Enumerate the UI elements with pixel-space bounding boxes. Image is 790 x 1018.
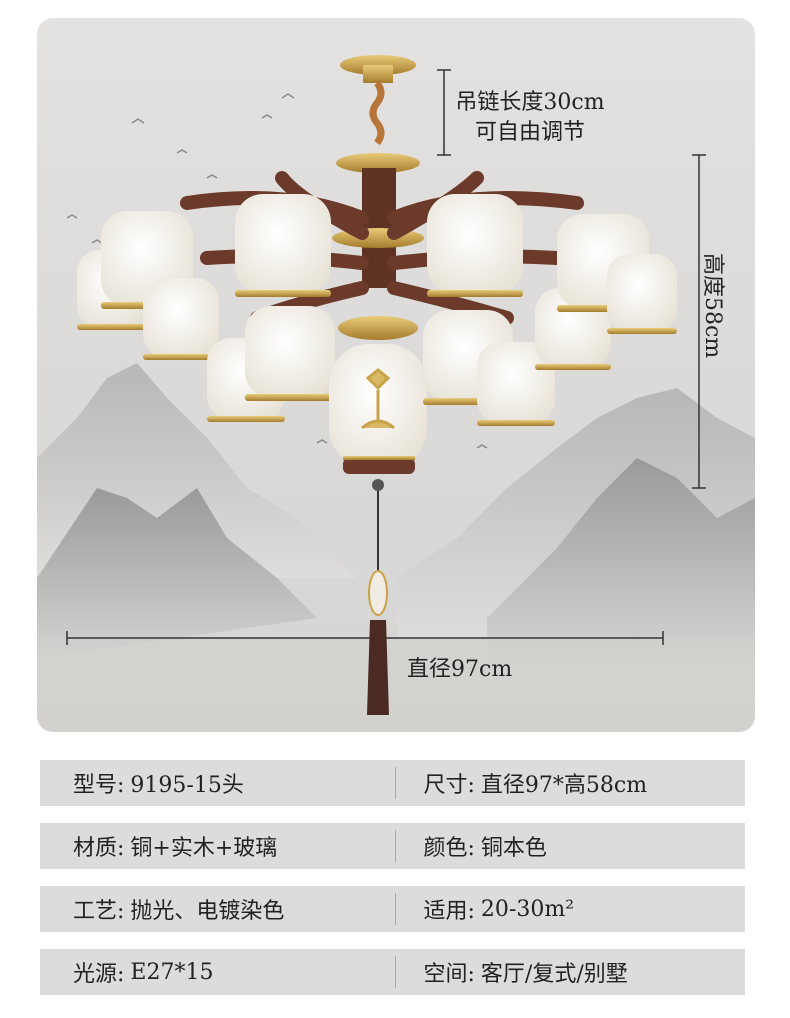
pendant-tassel	[367, 479, 389, 715]
spec-key: 尺寸:	[423, 773, 475, 798]
spec-value: E27*15	[130, 959, 214, 985]
chain-length-label: 吊链长度30cm 可自由调节	[455, 88, 605, 148]
divider	[394, 956, 396, 988]
spec-cell-material: 材质: 铜+实木+玻璃	[40, 823, 395, 869]
spec-key: 空间:	[423, 962, 475, 987]
spec-cell-color: 颜色: 铜本色	[396, 823, 746, 869]
spec-key: 适用:	[423, 899, 475, 924]
spec-cell-space: 空间: 客厅/复式/别墅	[396, 949, 746, 995]
birds	[66, 93, 488, 449]
spec-cell-light-source: 光源: E27*15	[40, 949, 395, 995]
spec-value: 20-30m²	[480, 896, 575, 922]
divider	[394, 767, 396, 799]
spec-key: 材质:	[73, 836, 125, 861]
diameter-label: 直径97cm	[407, 657, 513, 682]
spec-row: 光源: E27*15 空间: 客厅/复式/别墅	[40, 949, 745, 995]
spec-value: 客厅/复式/别墅	[480, 962, 628, 987]
spec-key: 工艺:	[73, 899, 125, 924]
ceiling-canopy	[340, 55, 416, 146]
spec-cell-area: 适用: 20-30m²	[396, 886, 746, 932]
divider	[394, 830, 396, 862]
spec-value: 铜本色	[480, 836, 547, 861]
height-label: 高度58cm	[700, 253, 725, 359]
spec-value: 直径97*高58cm	[480, 773, 648, 798]
lamp-shades	[77, 194, 677, 474]
product-image-panel: 吊链长度30cm 可自由调节 高度58cm 直径97cm	[37, 18, 755, 732]
spec-row: 工艺: 抛光、电镀染色 适用: 20-30m²	[40, 886, 745, 932]
spec-key: 颜色:	[423, 836, 475, 861]
chain-length-text: 吊链长度30cm	[455, 90, 605, 115]
spec-cell-model: 型号: 9195-15头	[40, 760, 395, 806]
chandelier-illustration	[37, 55, 755, 732]
spec-value: 抛光、电镀染色	[130, 899, 285, 924]
spec-row: 型号: 9195-15头 尺寸: 直径97*高58cm	[40, 760, 745, 806]
spec-value: 9195-15头	[130, 773, 244, 798]
spec-cell-craft: 工艺: 抛光、电镀染色	[40, 886, 395, 932]
spec-cell-size: 尺寸: 直径97*高58cm	[396, 760, 746, 806]
spec-row: 材质: 铜+实木+玻璃 颜色: 铜本色	[40, 823, 745, 869]
divider	[394, 893, 396, 925]
spec-key: 光源:	[73, 962, 125, 987]
chain-adjustable-text: 可自由调节	[474, 120, 585, 145]
dimension-lines	[66, 69, 706, 645]
mountain-landscape	[37, 363, 755, 732]
spec-value: 铜+实木+玻璃	[130, 836, 278, 861]
spec-table: 型号: 9195-15头 尺寸: 直径97*高58cm 材质: 铜+实木+玻璃 …	[40, 760, 745, 1012]
spec-key: 型号:	[73, 773, 125, 798]
chandelier-body	[332, 153, 424, 340]
